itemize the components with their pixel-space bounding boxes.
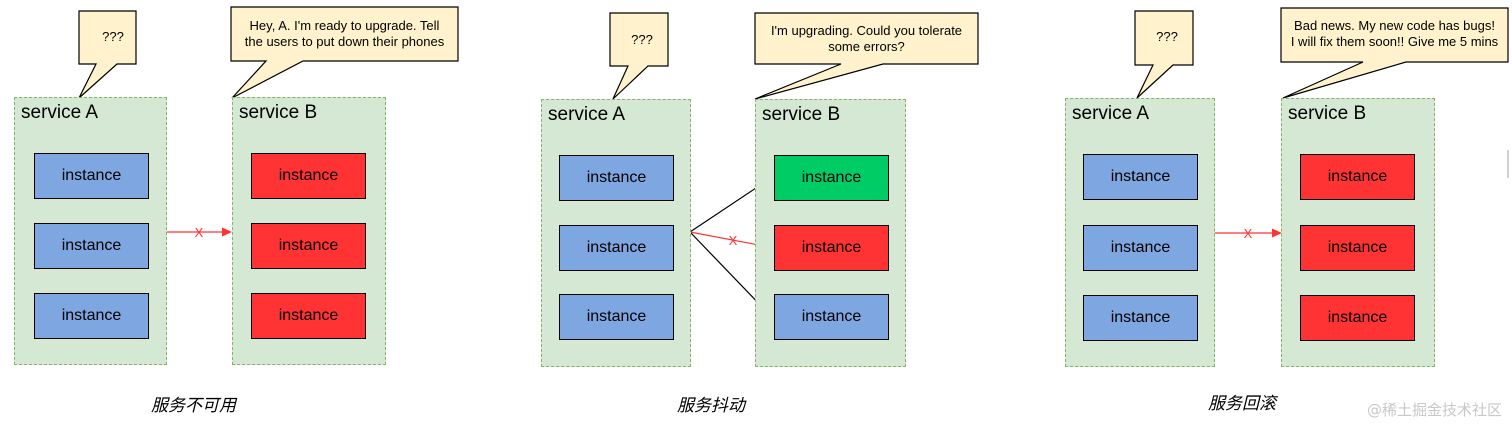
scenario-unavailable-overlay: X xyxy=(78,6,459,240)
service-b-instance-1: instance xyxy=(251,153,366,199)
service-b-bubble-text: Bad news. My new code has bugs! I will f… xyxy=(1281,18,1508,50)
service-a-callout-bubble xyxy=(1134,10,1194,99)
service-b-label: service B xyxy=(762,104,841,125)
service-b-instance-1: instance xyxy=(774,155,889,201)
watermark: @稀土掘金技术社区 xyxy=(1366,401,1502,419)
service-a-instance-3: instance xyxy=(1083,295,1198,341)
service-b-label: service B xyxy=(1288,103,1367,124)
service-a-instance-2: instance xyxy=(1083,225,1198,271)
service-a-instance-1: instance xyxy=(34,153,149,199)
service-a-instance-2: instance xyxy=(559,225,674,271)
service-b-box: service B instance instance instance xyxy=(1281,98,1435,367)
service-a-bubble-text: ??? xyxy=(1156,29,1178,44)
service-a-instance-3: instance xyxy=(559,294,674,340)
scenario-caption: 服务回滚 xyxy=(1208,394,1276,414)
service-b-instance-2: instance xyxy=(774,225,889,271)
service-a-box: service A instance instance instance xyxy=(14,97,167,365)
scenario-rollback-overlay: X xyxy=(1134,7,1509,241)
failed-call-x-mark: X xyxy=(195,225,204,240)
scenario-caption: 服务不可用 xyxy=(151,396,236,416)
service-b-instance-1: instance xyxy=(1300,154,1415,200)
failed-call-x-mark: X xyxy=(1244,226,1253,241)
service-b-instance-3: instance xyxy=(1300,295,1415,341)
bubble-line: Bad news. My new code has bugs! xyxy=(1294,18,1495,33)
scenario-rollback: X ??? Bad news. My new code has bugs! I … xyxy=(1050,0,1512,436)
scenario-caption: 服务抖动 xyxy=(677,396,745,416)
service-b-label: service B xyxy=(239,102,318,123)
service-a-bubble-text: ??? xyxy=(102,29,124,44)
failed-call-arrow: X xyxy=(166,225,232,240)
service-b-callout-bubble xyxy=(754,12,979,100)
service-a-callout-bubble xyxy=(609,12,669,100)
service-b-instance-2: instance xyxy=(1300,225,1415,271)
service-b-instance-3: instance xyxy=(774,294,889,340)
bubble-line: I will fix them soon!! Give me 5 mins xyxy=(1290,34,1499,49)
scenario-unavailable: X ??? Hey, A. I'm ready to upgrade. Tell… xyxy=(0,0,500,436)
failed-call-x-mark: X xyxy=(729,233,738,248)
service-a-instance-1: instance xyxy=(559,155,674,201)
service-b-instance-3: instance xyxy=(251,293,366,339)
service-b-bubble-text: I'm upgrading. Could you tolerate some e… xyxy=(755,23,978,55)
service-a-instance-2: instance xyxy=(34,223,149,269)
service-b-callout-bubble xyxy=(230,6,459,99)
service-a-label: service A xyxy=(1072,103,1150,124)
bubble-line: some errors? xyxy=(828,39,905,54)
service-b-box: service B instance instance instance xyxy=(755,99,906,367)
frame-edge-mark xyxy=(1507,150,1512,178)
service-a-box: service A instance instance instance xyxy=(541,99,691,367)
service-b-instance-2: instance xyxy=(251,223,366,269)
service-a-instance-1: instance xyxy=(1083,154,1198,200)
service-a-box: service A instance instance instance xyxy=(1065,98,1215,367)
service-a-callout-bubble xyxy=(78,10,137,99)
service-a-bubble-text: ??? xyxy=(631,32,653,47)
bubble-line: I'm upgrading. Could you tolerate xyxy=(770,23,963,38)
scenario-jitter: X ??? I'm upgrading. Could you tolerate … xyxy=(525,0,1005,436)
service-a-instance-3: instance xyxy=(34,293,149,339)
service-a-label: service A xyxy=(21,102,99,123)
failed-call-arrow: X xyxy=(1215,226,1282,241)
service-a-label: service A xyxy=(548,104,626,125)
service-b-bubble-text: Hey, A. I'm ready to upgrade. Tell the u… xyxy=(231,18,458,50)
bubble-line: Hey, A. I'm ready to upgrade. Tell xyxy=(249,18,440,33)
bubble-line: the users to put down their phones xyxy=(244,34,445,49)
service-b-box: service B instance instance instance xyxy=(232,97,386,365)
service-b-callout-bubble xyxy=(1280,7,1509,99)
